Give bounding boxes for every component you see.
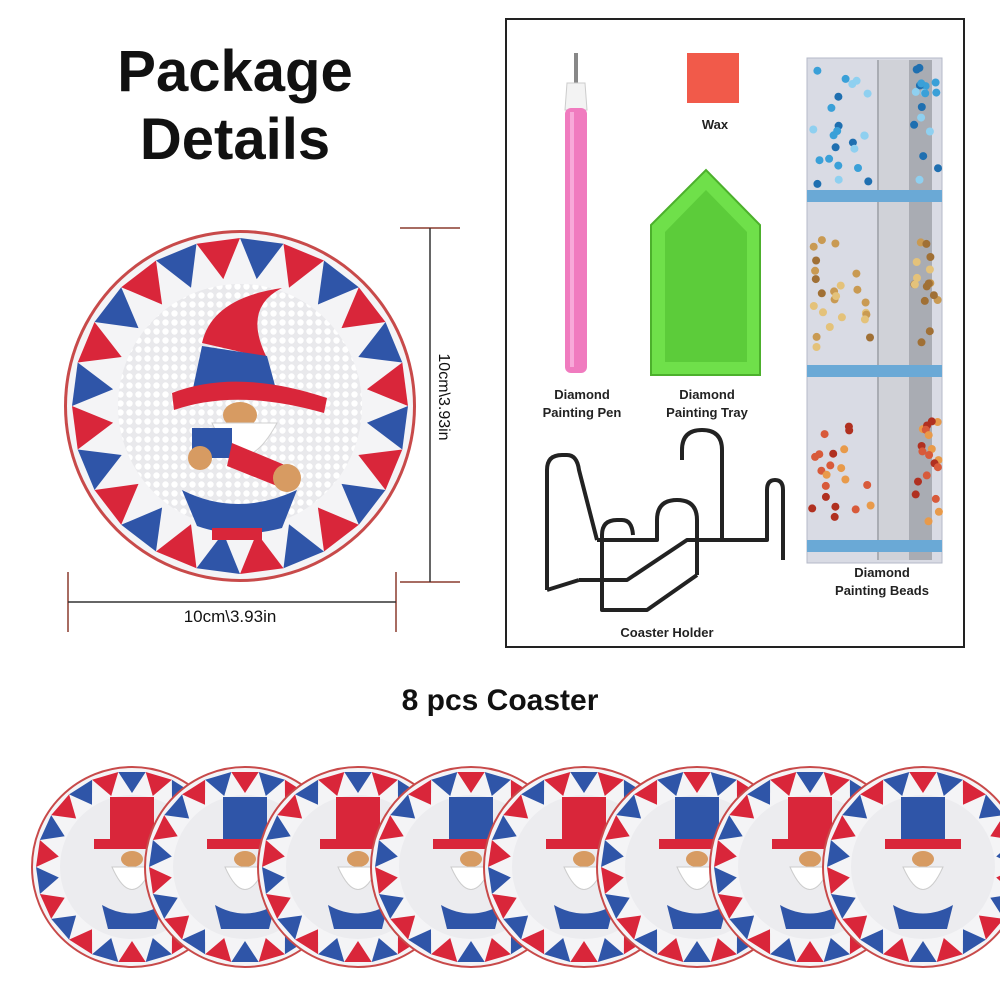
coaster-holder-image [545, 428, 785, 612]
gnome-figure [172, 288, 327, 540]
coaster-set-row [31, 766, 1000, 968]
wax-image [687, 53, 739, 103]
coaster-holder-label: Coaster Holder [620, 625, 714, 640]
package-contents-panel: Wax Diamond Painting Pen Diamond Paintin… [505, 18, 965, 648]
coaster-8 [822, 766, 1000, 968]
height-dimension-label: 10cm\3.93in [435, 353, 452, 441]
diamond-painting-beads-image [806, 57, 943, 564]
diamond-painting-pen-image [564, 53, 588, 373]
package-items-illustration [545, 53, 943, 612]
wax-label: Wax [701, 117, 729, 132]
tray-label: Diamond Painting Tray [666, 387, 748, 420]
title-line-1: Package [117, 39, 353, 104]
page-title: Package Details [60, 38, 410, 174]
diamond-painting-tray-image [650, 168, 761, 376]
width-dimension-label: 10cm\3.93in [183, 607, 277, 626]
coaster-border-pattern [72, 238, 408, 574]
coasters-section-title: 8 pcs Coaster [401, 684, 599, 717]
title-line-2: Details [139, 107, 331, 172]
main-coaster-image [64, 230, 416, 582]
pen-label: Diamond Painting Pen [542, 387, 622, 420]
beads-label: Diamond Painting Beads [835, 565, 929, 598]
